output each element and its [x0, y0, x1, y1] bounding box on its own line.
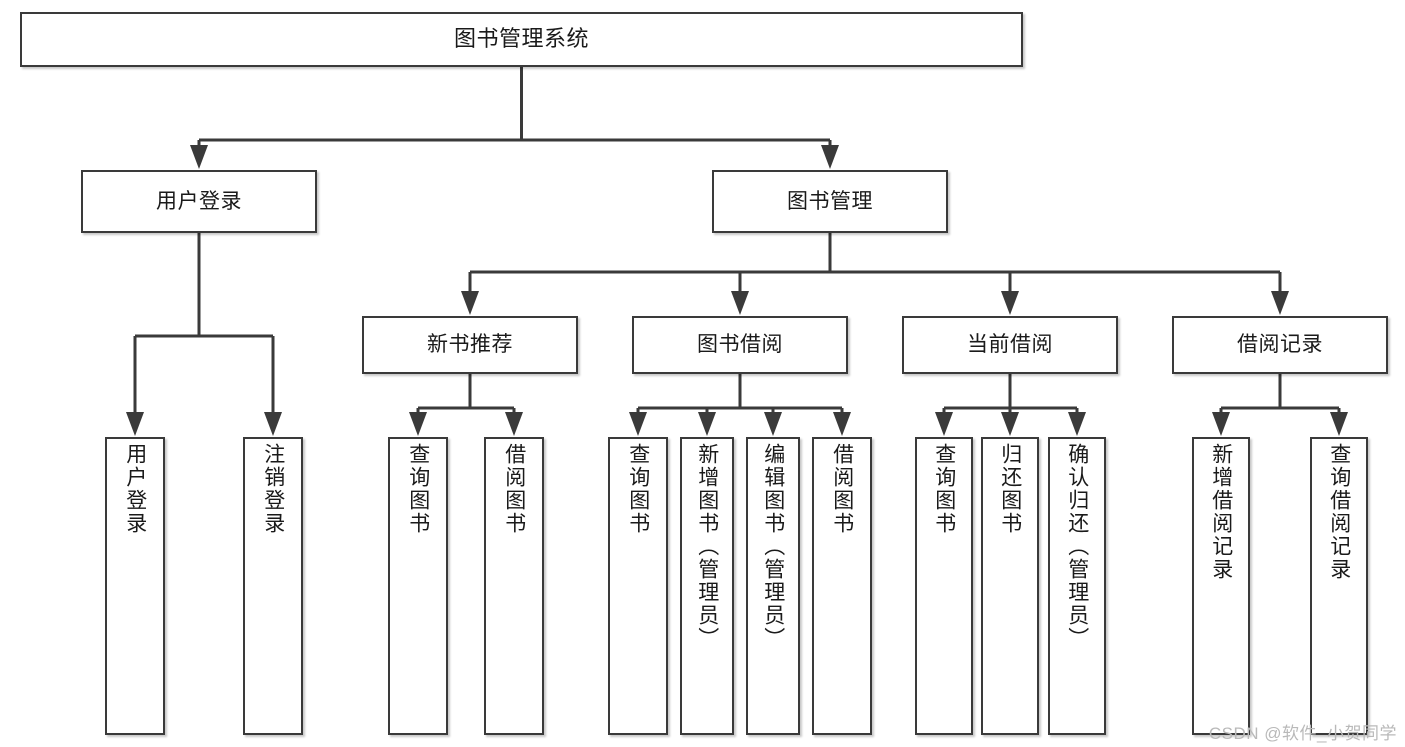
node-label: 注销登录 — [261, 443, 285, 535]
node-leaf-return-book[interactable]: 归还图书 — [981, 437, 1039, 735]
node-label: 查询借阅记录 — [1327, 443, 1351, 581]
node-label: 新书推荐 — [427, 333, 513, 357]
node-leaf-logout[interactable]: 注销登录 — [243, 437, 303, 735]
node-current-borrow[interactable]: 当前借阅 — [902, 316, 1118, 374]
node-label: 用户登录 — [123, 443, 147, 535]
arrowhead-icon — [461, 291, 479, 315]
arrowhead-icon — [126, 412, 144, 436]
arrowhead-icon — [731, 291, 749, 315]
arrowhead-icon — [264, 412, 282, 436]
node-label: 图书管理系统 — [453, 26, 589, 52]
arrowhead-icon — [629, 412, 647, 436]
arrowhead-icon — [1330, 412, 1348, 436]
node-leaf-borrow-book-bb[interactable]: 借阅图书 — [812, 437, 872, 735]
node-label: 查询图书 — [932, 443, 956, 535]
node-leaf-add-book[interactable]: 新增图书（管理员） — [680, 437, 734, 735]
arrowhead-icon — [409, 412, 427, 436]
node-label: 归还图书 — [998, 443, 1022, 535]
node-new-book-recommend[interactable]: 新书推荐 — [362, 316, 578, 374]
node-leaf-query-book-nb[interactable]: 查询图书 — [388, 437, 448, 735]
arrowhead-icon — [190, 145, 208, 169]
node-leaf-user-login[interactable]: 用户登录 — [105, 437, 165, 735]
arrowhead-icon — [1271, 291, 1289, 315]
arrowhead-icon — [833, 412, 851, 436]
arrowhead-icon — [821, 145, 839, 169]
arrowhead-icon — [698, 412, 716, 436]
node-label: 用户登录 — [156, 189, 242, 213]
node-label: 确认归还（管理员） — [1065, 443, 1089, 650]
node-leaf-confirm-return[interactable]: 确认归还（管理员） — [1048, 437, 1106, 735]
node-borrow-record[interactable]: 借阅记录 — [1172, 316, 1388, 374]
arrowhead-icon — [935, 412, 953, 436]
node-leaf-edit-book[interactable]: 编辑图书（管理员） — [746, 437, 800, 735]
arrowhead-icon — [1001, 412, 1019, 436]
node-leaf-query-book-bb[interactable]: 查询图书 — [608, 437, 668, 735]
node-root[interactable]: 图书管理系统 — [20, 12, 1023, 67]
watermark: CSDN @软件_小贺同学 — [1208, 724, 1397, 743]
arrowhead-icon — [1001, 291, 1019, 315]
node-user-login[interactable]: 用户登录 — [81, 170, 317, 233]
node-leaf-query-book-cb[interactable]: 查询图书 — [915, 437, 973, 735]
node-leaf-add-record[interactable]: 新增借阅记录 — [1192, 437, 1250, 735]
node-label: 图书借阅 — [697, 333, 783, 357]
node-label: 借阅图书 — [830, 443, 854, 535]
arrowhead-icon — [505, 412, 523, 436]
node-label: 新增借阅记录 — [1209, 443, 1233, 581]
arrowhead-icon — [764, 412, 782, 436]
node-label: 借阅图书 — [502, 443, 526, 535]
node-label: 编辑图书（管理员） — [761, 443, 785, 650]
node-label: 新增图书（管理员） — [695, 443, 719, 650]
node-leaf-borrow-book-nb[interactable]: 借阅图书 — [484, 437, 544, 735]
node-label: 图书管理 — [787, 189, 873, 213]
node-label: 借阅记录 — [1237, 333, 1323, 357]
arrowhead-icon — [1212, 412, 1230, 436]
arrowhead-icon — [1068, 412, 1086, 436]
node-book-manage[interactable]: 图书管理 — [712, 170, 948, 233]
node-label: 查询图书 — [406, 443, 430, 535]
node-label: 查询图书 — [626, 443, 650, 535]
node-leaf-query-record[interactable]: 查询借阅记录 — [1310, 437, 1368, 735]
node-book-borrow[interactable]: 图书借阅 — [632, 316, 848, 374]
node-label: 当前借阅 — [967, 333, 1053, 357]
